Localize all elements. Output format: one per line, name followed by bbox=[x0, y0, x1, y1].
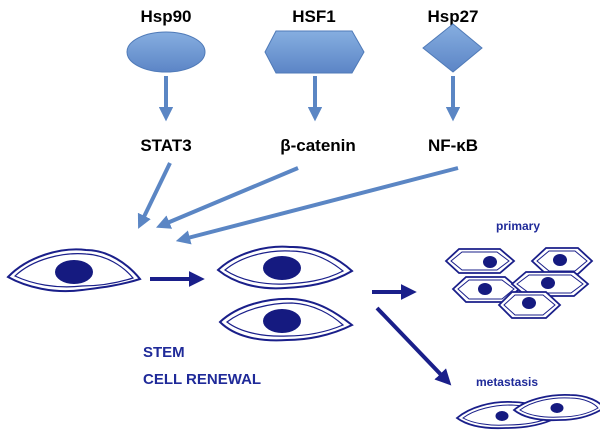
hsp90-ellipse-shape bbox=[126, 31, 206, 73]
hsf1-label: HSF1 bbox=[292, 7, 335, 26]
metastasis-label: metastasis bbox=[476, 375, 538, 389]
primary-cell bbox=[530, 247, 594, 275]
nfkb-to-cell-arrow bbox=[175, 166, 459, 245]
stat3-to-cell-arrow bbox=[137, 162, 172, 229]
daughter-cell-2-nucleus bbox=[263, 309, 301, 333]
stem-label-line1: STEM bbox=[143, 344, 185, 361]
to-metastasis-arrow bbox=[375, 306, 452, 386]
stem-label-line2: CELL RENEWAL bbox=[143, 371, 261, 388]
primary-cell bbox=[451, 276, 521, 303]
beta-catenin-label: β-catenin bbox=[280, 136, 356, 155]
hsf1-hexagon-shape bbox=[264, 30, 365, 74]
daughter-cell-2 bbox=[218, 297, 354, 342]
primary-cell bbox=[444, 248, 516, 274]
stat3-label: STAT3 bbox=[140, 136, 191, 155]
metastasis-cell bbox=[512, 394, 600, 422]
daughter-cell-1-nucleus bbox=[263, 256, 301, 280]
primary-label: primary bbox=[496, 219, 540, 233]
primary-cell bbox=[497, 291, 562, 319]
hsp27-diamond-shape bbox=[422, 23, 483, 73]
stem-cell-nucleus bbox=[55, 260, 93, 284]
stem-cell bbox=[6, 248, 142, 293]
hsp27-label: Hsp27 bbox=[427, 7, 478, 26]
catenin-to-cell-arrow bbox=[156, 166, 299, 229]
nf-kb-label: NF-κB bbox=[428, 136, 478, 155]
metastasis-cells bbox=[455, 394, 600, 430]
daughter-cell-1 bbox=[216, 245, 354, 290]
hsp90-label: Hsp90 bbox=[140, 7, 191, 26]
primary-tumor-cluster bbox=[444, 247, 594, 319]
